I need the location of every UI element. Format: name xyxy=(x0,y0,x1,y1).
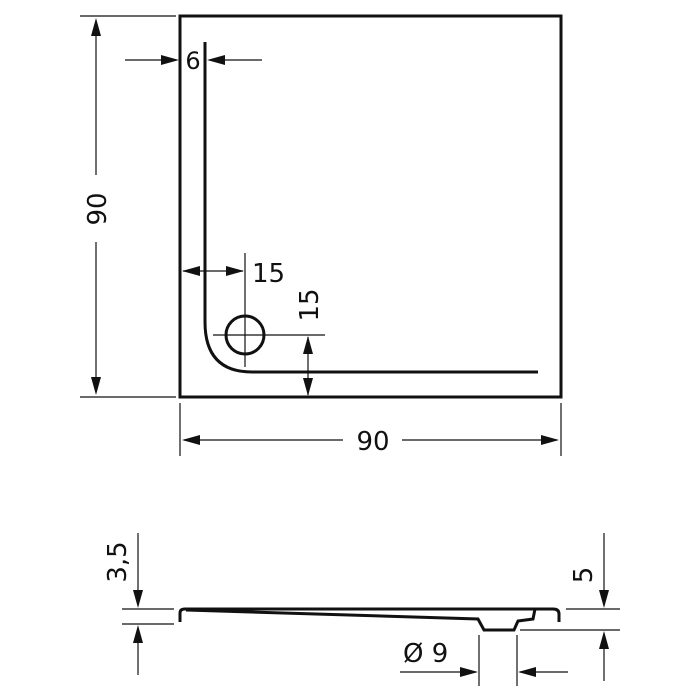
drain-y-dimension: 15 xyxy=(295,288,325,396)
total-height-label: 5 xyxy=(569,567,599,584)
arrow-up-icon xyxy=(133,625,143,643)
arrow-up-icon xyxy=(303,336,313,354)
inner-rim-line xyxy=(203,42,538,374)
arrow-down-icon xyxy=(599,590,609,608)
drain-x-label: 15 xyxy=(252,259,285,289)
arrow-up-icon xyxy=(599,631,609,649)
drain-diameter-label: Ø 9 xyxy=(403,639,448,669)
arrow-down-icon xyxy=(303,378,313,396)
width-label: 90 xyxy=(356,427,389,457)
tray-outline xyxy=(178,14,563,399)
arrow-left-icon xyxy=(182,266,200,276)
top-view: 90 90 6 15 xyxy=(80,14,563,457)
arrow-left-icon xyxy=(518,667,536,677)
height-dimension: 90 xyxy=(80,15,176,398)
arrow-left-icon xyxy=(182,435,200,445)
rim-offset-dimension: 6 xyxy=(125,47,262,75)
height-label: 90 xyxy=(83,192,113,225)
drain-x-dimension: 15 xyxy=(182,259,285,289)
rim-height-label: 3,5 xyxy=(103,541,133,582)
arrow-left-icon xyxy=(207,55,225,65)
arrow-right-icon xyxy=(161,55,179,65)
arrow-down-icon xyxy=(91,377,101,395)
total-height-dimension: 5 xyxy=(520,533,620,681)
arrow-up-icon xyxy=(91,18,101,36)
arrow-right-icon xyxy=(226,266,244,276)
rim-height-dimension: 3,5 xyxy=(103,533,174,675)
arrow-right-icon xyxy=(460,667,478,677)
drain-y-label: 15 xyxy=(295,288,325,321)
tray-profile-basin xyxy=(185,608,537,632)
drain-diameter-dimension: Ø 9 xyxy=(400,635,568,686)
tray-profile-top xyxy=(178,607,561,622)
side-view: 3,5 5 Ø 9 xyxy=(103,533,620,686)
width-dimension: 90 xyxy=(179,403,562,457)
arrow-right-icon xyxy=(541,435,559,445)
arrow-down-icon xyxy=(133,590,143,608)
rim-offset-label: 6 xyxy=(185,47,200,75)
